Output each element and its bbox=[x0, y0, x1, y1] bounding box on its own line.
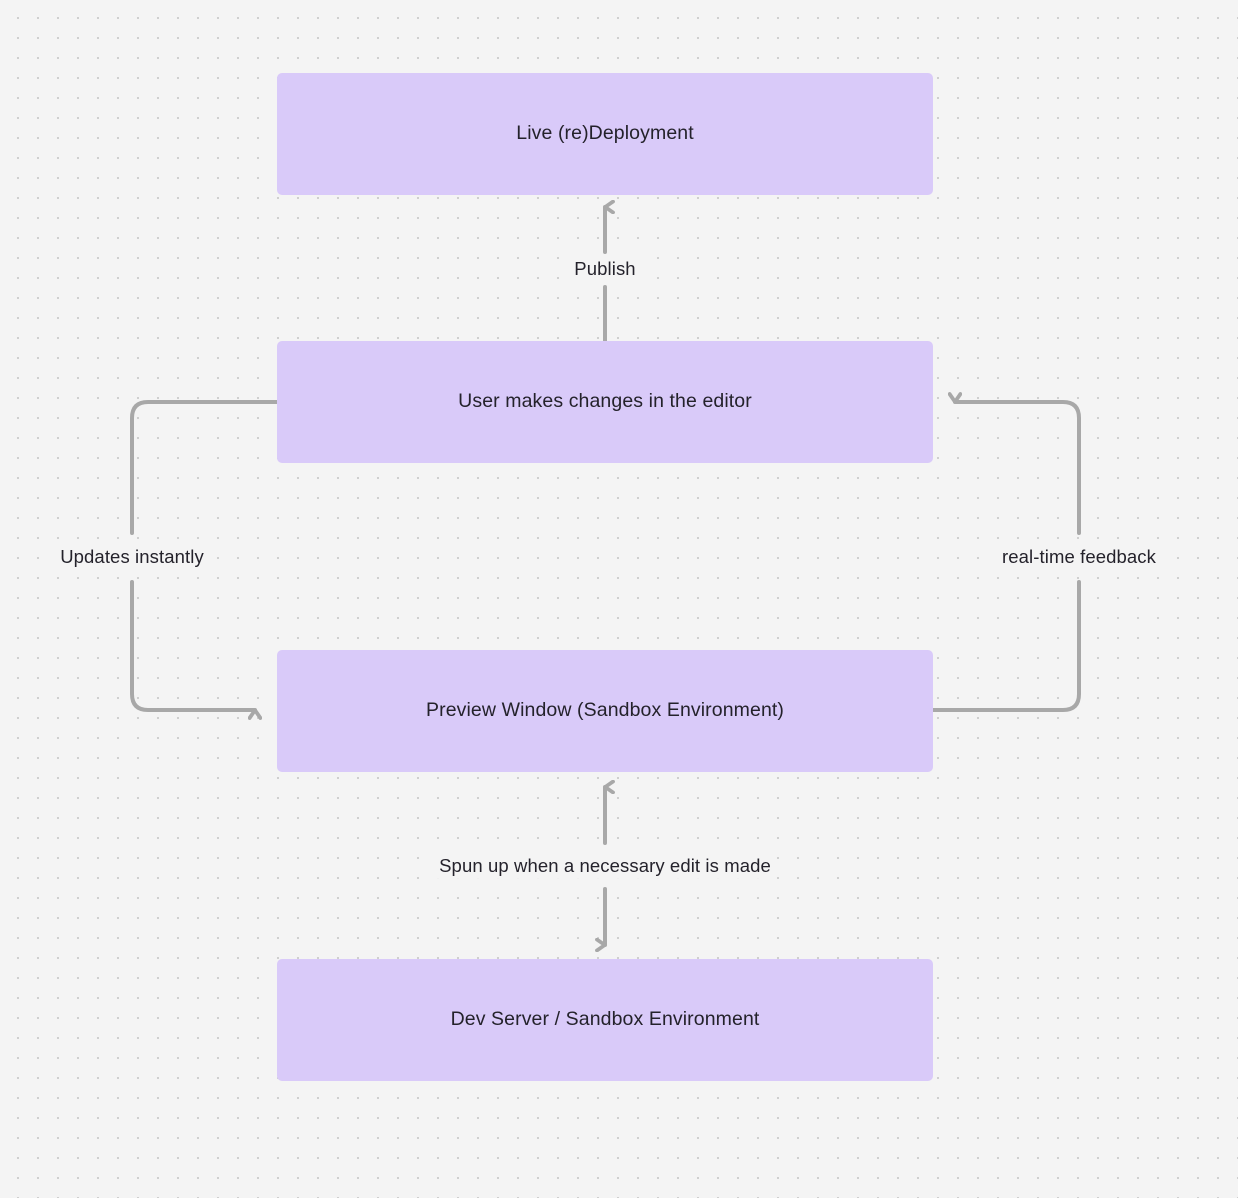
edge-label-spun-up: Spun up when a necessary edit is made bbox=[434, 852, 776, 880]
node-user-makes-changes-label: User makes changes in the editor bbox=[458, 390, 752, 413]
node-preview-window-label: Preview Window (Sandbox Environment) bbox=[426, 699, 784, 722]
node-preview-window[interactable]: Preview Window (Sandbox Environment) bbox=[277, 650, 933, 772]
node-live-redeployment[interactable]: Live (re)Deployment bbox=[277, 73, 933, 195]
edge-label-realtime-feedback: real-time feedback bbox=[997, 543, 1161, 571]
node-live-redeployment-label: Live (re)Deployment bbox=[516, 122, 694, 145]
node-user-makes-changes[interactable]: User makes changes in the editor bbox=[277, 341, 933, 463]
edge-label-publish: Publish bbox=[569, 255, 641, 283]
node-dev-server-label: Dev Server / Sandbox Environment bbox=[450, 1008, 760, 1031]
edge-label-updates-instantly: Updates instantly bbox=[55, 543, 209, 571]
node-dev-server[interactable]: Dev Server / Sandbox Environment bbox=[277, 959, 933, 1081]
